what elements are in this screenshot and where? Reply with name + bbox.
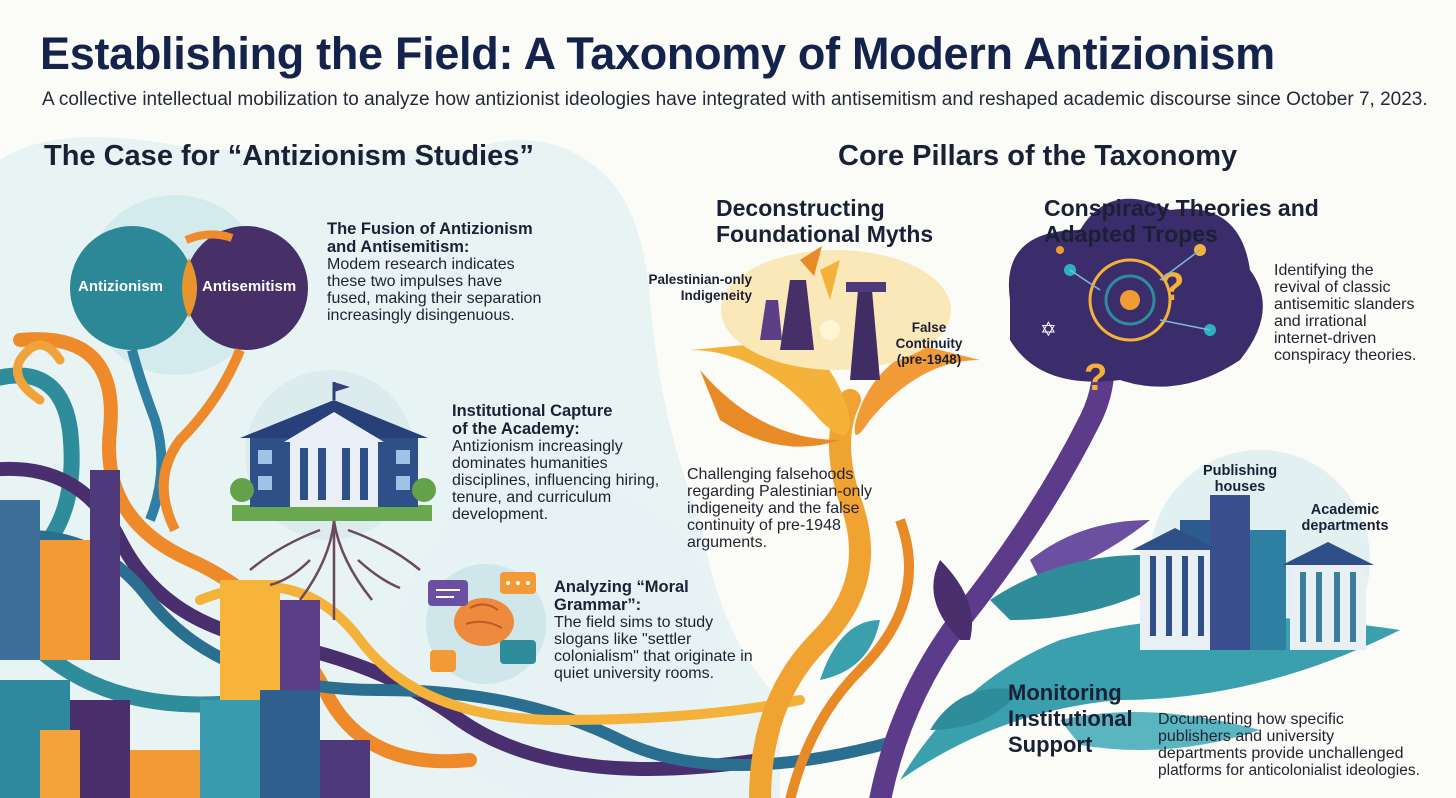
monitoring-heading: Monitoring Institutional Support <box>1008 680 1158 758</box>
label-palestinian-line-2: Indigeneity <box>680 288 752 303</box>
label-publishing-line-1: Publishing <box>1202 463 1278 479</box>
svg-text:?: ? <box>1084 357 1107 399</box>
capture-line-1: Antizionism increasingly <box>452 438 623 455</box>
svg-text:?: ? <box>1160 265 1184 309</box>
conspiracy-line-3: antisemitic slanders <box>1274 296 1415 313</box>
right-section-heading: Core Pillars of the Taxonomy <box>838 140 1238 172</box>
myths-line-2: regarding Palestinian-only <box>687 483 872 500</box>
venn-diagram <box>70 195 308 533</box>
label-palestinian-line-1: Palestinian-only <box>648 272 752 287</box>
monitoring-heading-line-2: Institutional <box>1008 706 1133 731</box>
fusion-line-2: these two impulses have <box>327 273 503 290</box>
fusion-block: The Fusion of Antizionism and Antisemiti… <box>327 220 587 324</box>
grammar-line-1: The field sims to study <box>554 614 714 631</box>
venn-label-antizionism: Antizionism <box>78 278 163 295</box>
myths-heading-line-2: Foundational Myths <box>716 221 934 247</box>
myths-line-3: indigeneity and the false <box>687 500 860 517</box>
brain-icon-cluster <box>426 564 546 684</box>
svg-text:✡: ✡ <box>1040 317 1057 341</box>
venn-label-antisemitism: Antisemitism <box>202 278 297 295</box>
capture-line-3: disciplines, influencing hiring, <box>452 472 660 489</box>
conspiracy-line-1: Identifying the <box>1274 262 1374 279</box>
label-false-line-3: (pre-1948) <box>896 352 962 367</box>
myths-line-1: Challenging falsehoods <box>687 466 854 483</box>
grammar-block: Analyzing “Moral Grammar”: The field sim… <box>554 578 784 682</box>
fusion-heading-line-1: The Fusion of Antizionism <box>327 220 533 238</box>
monitoring-description: Documenting how specific publishers and … <box>1158 711 1450 779</box>
myths-plant <box>690 246 980 798</box>
capture-line-2: dominates humanities <box>452 455 608 472</box>
myths-description: Challenging falsehoods regarding Palesti… <box>687 466 897 551</box>
fusion-line-4: increasingly disingenuous. <box>327 307 515 324</box>
label-false-line-1: False <box>911 320 947 335</box>
label-academic-departments: Academic departments <box>1290 502 1400 534</box>
block-shapes <box>0 470 370 798</box>
capture-line-5: development. <box>452 506 549 523</box>
capture-heading-line-1: Institutional Capture <box>452 402 613 420</box>
monitoring-heading-line-3: Support <box>1008 732 1093 757</box>
fusion-line-1: Modem research indicates <box>327 256 515 273</box>
grammar-heading-line-1: Analyzing “Moral <box>554 578 689 596</box>
conspiracy-line-6: conspiracy theories. <box>1274 347 1417 364</box>
conspiracy-line-5: internet-driven <box>1274 330 1377 347</box>
myths-line-4: continuity of pre-1948 <box>687 517 841 534</box>
fusion-heading-line-2: and Antisemitism: <box>327 238 470 256</box>
page-subtitle: A collective intellectual mobilization t… <box>42 89 1428 110</box>
myths-heading-line-1: Deconstructing <box>716 195 885 221</box>
conspiracy-description: Identifying the revival of classic antis… <box>1274 262 1444 364</box>
label-academic-line-2: departments <box>1301 518 1389 534</box>
conspiracy-line-2: revival of classic <box>1274 279 1391 296</box>
page-title: Establishing the Field: A Taxonomy of Mo… <box>40 28 1275 79</box>
grammar-line-4: quiet university rooms. <box>554 665 715 682</box>
grammar-heading-line-2: Grammar”: <box>554 596 642 614</box>
fusion-line-3: fused, making their separation <box>327 290 542 307</box>
conspiracy-heading: Conspiracy Theories and Adapted Tropes <box>1044 195 1364 247</box>
grammar-line-2: slogans like "settler <box>554 631 692 648</box>
conspiracy-heading-line-1: Conspiracy Theories and <box>1044 195 1319 221</box>
label-false-line-2: Continuity <box>895 336 963 351</box>
left-section-heading: The Case for “Antizionism Studies” <box>44 140 534 172</box>
monitoring-heading-line-1: Monitoring <box>1008 680 1122 705</box>
label-publishing-houses: Publishing houses <box>1190 463 1290 495</box>
capture-line-4: tenure, and curriculum <box>452 489 612 506</box>
university-building <box>230 370 436 620</box>
institutional-buildings <box>820 495 1400 780</box>
capture-heading-line-2: of the Academy: <box>452 420 580 438</box>
label-publishing-line-2: houses <box>1214 479 1266 495</box>
monitoring-line-2: publishers and university <box>1158 728 1335 745</box>
capture-block: Institutional Capture of the Academy: An… <box>452 402 692 523</box>
monitoring-line-4: platforms for anticolonialist ideologies… <box>1158 762 1420 779</box>
monitoring-line-1: Documenting how specific <box>1158 711 1344 728</box>
label-academic-line-1: Academic <box>1310 502 1380 518</box>
label-palestinian-only: Palestinian-only Indigeneity <box>640 272 752 304</box>
conspiracy-tree: ? ? ✡ <box>869 198 1263 798</box>
label-false-continuity: False Continuity (pre-1948) <box>884 320 974 368</box>
myths-heading: Deconstructing Foundational Myths <box>716 195 976 247</box>
conspiracy-heading-line-2: Adapted Tropes <box>1044 221 1218 247</box>
myths-line-5: arguments. <box>687 534 768 551</box>
grammar-line-3: colonialism" that originate in <box>554 648 753 665</box>
conspiracy-line-4: and irrational <box>1274 313 1367 330</box>
monitoring-line-3: departments provide unchallenged <box>1158 745 1404 762</box>
